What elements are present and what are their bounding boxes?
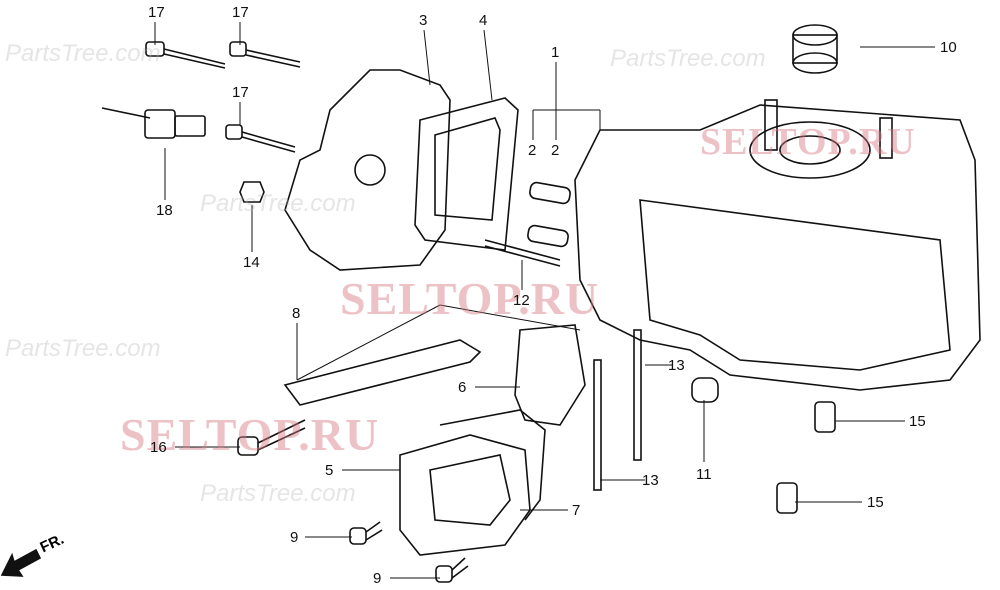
callout-13: 13 [668,357,685,374]
dowel-2 [527,224,569,248]
callout-9: 9 [290,529,299,546]
bolt-17 [145,41,226,69]
gasket-4 [414,97,519,251]
callout-1: 1 [551,44,560,61]
bolt-16 [237,419,306,456]
callout-9: 9 [373,570,382,587]
callout-3: 3 [419,12,428,29]
dowel-15 [814,401,836,433]
watermark-brand: SELTOP.RU [700,121,916,163]
leader-lines [154,22,935,579]
callout-14: 14 [243,254,260,271]
gasket-7 [439,409,546,521]
watermark-brand: SELTOP.RU [340,273,600,324]
callout-2: 2 [551,142,560,159]
cover-5 [399,434,531,556]
nut-14 [239,181,265,203]
watermark-brand: SELTOP.RU [120,409,380,460]
callout-8: 8 [292,305,301,322]
dowel-2 [529,181,571,205]
callout-17: 17 [148,4,165,21]
cylinder-head-3 [284,69,451,271]
callout-7: 7 [572,502,581,519]
watermark-site: PartsTree.com [200,190,356,217]
callout-6: 6 [458,379,467,396]
oil-seal-10 [792,24,838,74]
spark-plug-18 [101,107,206,139]
callout-15: 15 [867,494,884,511]
callout-10: 10 [940,39,957,56]
callout-11: 11 [696,466,712,483]
bolt-9 [435,557,469,583]
bracket-8 [283,339,482,406]
callout-2: 2 [528,142,537,159]
bolt-17 [225,124,296,153]
callout-15: 15 [909,413,926,430]
callout-17: 17 [232,4,249,21]
bolt-17 [229,41,301,68]
callout-17: 17 [232,84,249,101]
watermark-site: PartsTree.com [5,40,161,67]
bolt-9 [349,521,383,545]
front-direction-arrow-icon [0,548,42,577]
gasket-6 [514,324,586,426]
callout-12: 12 [513,292,530,309]
watermark-site: PartsTree.com [200,480,356,507]
callout-16: 16 [150,439,167,456]
dowel-15 [776,482,798,514]
callout-13: 13 [642,472,659,489]
callout-18: 18 [156,202,173,219]
crankcase-1 [574,104,981,391]
watermark-site: PartsTree.com [610,45,766,72]
collar-nut-11 [691,377,719,403]
watermark-site: PartsTree.com [5,335,161,362]
callout-5: 5 [325,462,334,479]
stud-13 [593,359,602,491]
stud-13 [633,329,642,461]
callout-4: 4 [479,12,488,29]
